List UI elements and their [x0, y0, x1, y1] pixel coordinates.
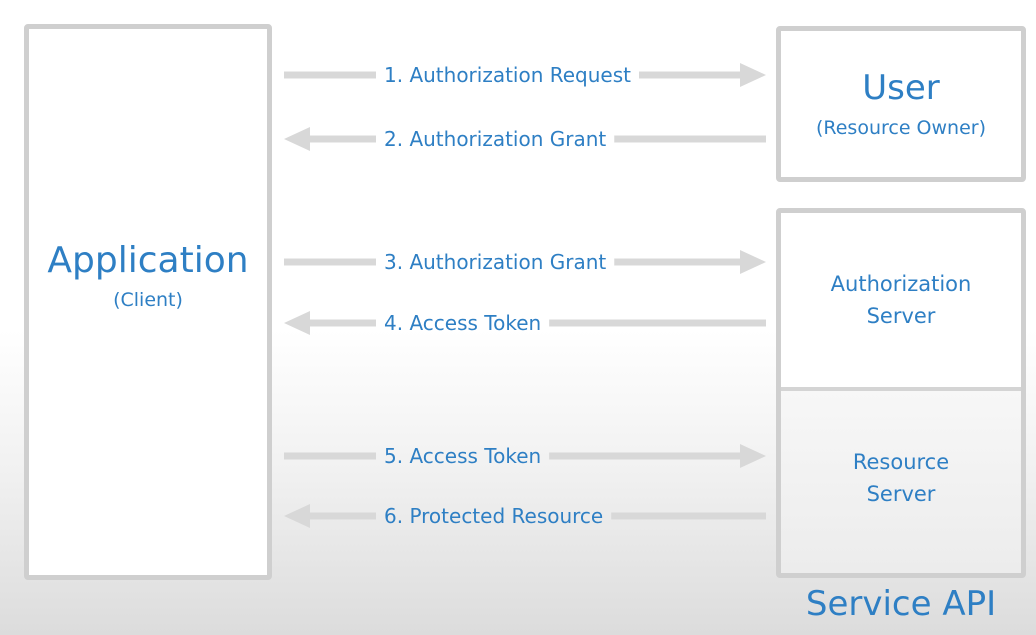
authorization-server-line2: Server	[866, 304, 936, 328]
flow-arrow-3-shaft-2	[614, 258, 740, 266]
flow-arrow-5	[284, 444, 766, 468]
authorization-server-line1: Authorization	[830, 272, 972, 296]
flow-arrow-6-head	[284, 504, 310, 528]
flow-arrow-5-shaft-2	[549, 452, 740, 460]
user-subtitle: (Resource Owner)	[815, 117, 987, 139]
flow-label-1: 1. Authorization Request	[384, 63, 631, 87]
service-api-box: Authorization Server Resource Server	[776, 208, 1026, 578]
user-title: User	[862, 68, 940, 108]
flow-arrow-3-head	[740, 250, 766, 274]
flow-arrow-6-shaft-1	[310, 512, 376, 520]
application-subtitle: (Client)	[113, 289, 183, 311]
flow-label-2: 2. Authorization Grant	[384, 127, 607, 151]
resource-server-label: Resource Server	[781, 446, 1021, 510]
flow-arrow-3-shaft-1	[284, 258, 376, 266]
application-box	[24, 24, 272, 580]
flow-arrow-4-head	[284, 311, 310, 335]
flow-label-3: 3. Authorization Grant	[384, 250, 607, 274]
service-api-label: Service API	[805, 584, 997, 624]
flow-label-6: 6. Protected Resource	[384, 504, 604, 528]
flow-label-5: 5. Access Token	[384, 444, 542, 468]
flow-arrow-1	[284, 63, 766, 87]
flow-arrow-1-head	[740, 63, 766, 87]
flow-arrow-1-shaft-1	[284, 71, 376, 79]
flow-arrow-3	[284, 250, 766, 274]
flow-arrow-2-shaft-1	[310, 135, 376, 143]
resource-server-line2: Server	[866, 482, 936, 506]
flow-arrow-5-shaft-1	[284, 452, 376, 460]
flow-label-4: 4. Access Token	[384, 311, 542, 335]
flow-arrow-5-head	[740, 444, 766, 468]
flow-arrow-2	[284, 127, 766, 151]
authorization-server-label: Authorization Server	[781, 268, 1021, 332]
flow-arrow-2-head	[284, 127, 310, 151]
flow-arrow-6	[284, 504, 766, 528]
application-title: Application	[47, 240, 249, 281]
user-box	[776, 26, 1026, 182]
flow-arrow-1-shaft-2	[639, 71, 740, 79]
flow-arrow-4	[284, 311, 766, 335]
resource-server-section: Resource Server	[781, 387, 1021, 573]
flow-arrow-4-shaft-2	[549, 319, 766, 327]
flow-arrow-4-shaft-1	[310, 319, 376, 327]
flow-arrow-6-shaft-2	[611, 512, 766, 520]
resource-server-line1: Resource	[852, 450, 950, 474]
flow-arrow-2-shaft-2	[614, 135, 766, 143]
